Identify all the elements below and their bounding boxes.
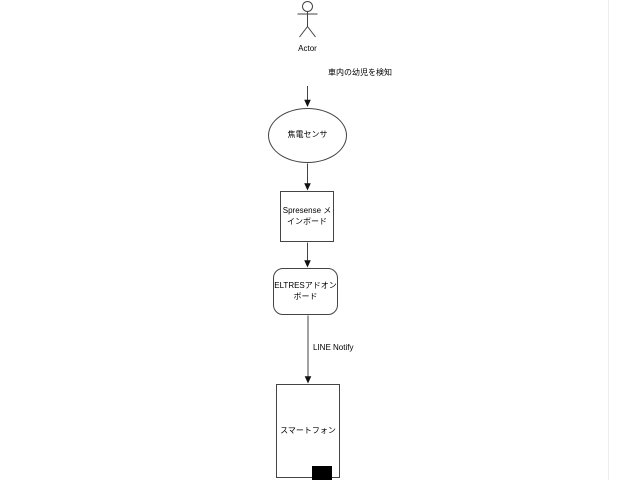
actor-right-leg: [307, 26, 316, 38]
node-label: スマートフォン: [280, 425, 336, 435]
actor-head: [302, 1, 313, 12]
trigger-label: 車内の幼児を検知: [328, 68, 392, 77]
arrow-mainboard-to-addon[interactable]: [304, 242, 311, 268]
arrow-sensor-to-mainboard[interactable]: [304, 163, 311, 191]
arrowhead-icon: [304, 183, 311, 191]
node-label: Spresense メ インボード: [282, 206, 332, 226]
actor-label: Actor: [298, 44, 317, 53]
node-spresense-mainboard[interactable]: Spresense メ インボード: [280, 191, 334, 242]
node-label: 焦電センサ: [287, 130, 328, 140]
page-boundary-line: [608, 0, 609, 480]
node-label: ELTRESアドオン ボード: [274, 281, 337, 301]
selection-handle[interactable]: [312, 466, 332, 480]
arrow-addon-to-phone[interactable]: [304, 315, 312, 384]
node-eltres-addon-board[interactable]: ELTRESアドオン ボード: [273, 268, 338, 315]
node-pyroelectric-sensor[interactable]: 焦電センサ: [268, 108, 347, 163]
arrowhead-icon: [304, 99, 311, 107]
arrowhead-icon: [304, 376, 312, 384]
edge-label-line-notify: LINE Notify: [313, 343, 354, 352]
node-smartphone[interactable]: スマートフォン: [276, 384, 340, 478]
actor-left-leg: [299, 26, 308, 38]
arrow-actor-to-sensor[interactable]: [304, 86, 311, 107]
actor-figure[interactable]: [297, 1, 318, 38]
arrowhead-icon: [304, 260, 311, 268]
